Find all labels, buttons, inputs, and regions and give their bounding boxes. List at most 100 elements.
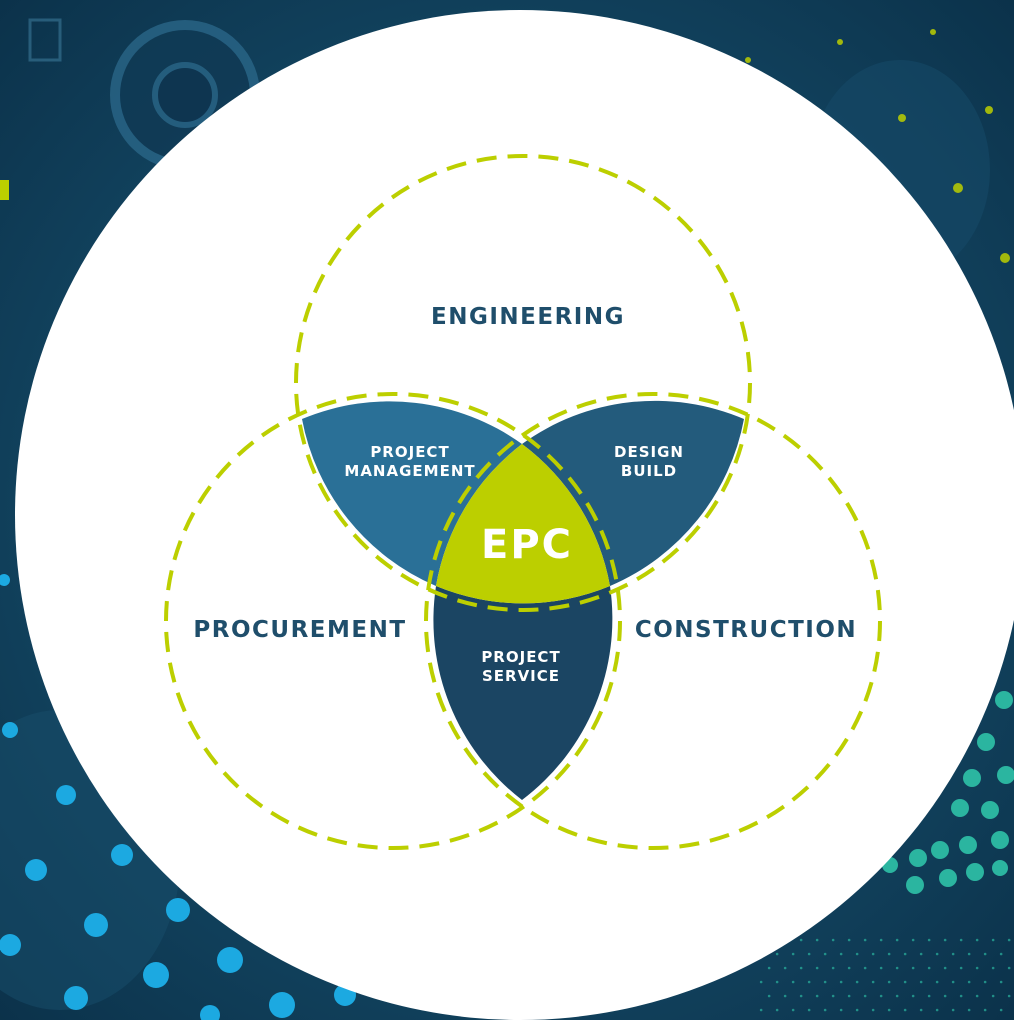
decor-dot	[895, 938, 899, 942]
label-project-management-line2: MANAGEMENT	[344, 462, 475, 480]
decor-dot	[903, 1008, 907, 1012]
decor-dot	[943, 938, 947, 942]
decor-dot	[927, 994, 931, 998]
decor-dot	[895, 994, 899, 998]
label-design-build-line1: DESIGN	[614, 443, 684, 461]
decor-dot	[927, 966, 931, 970]
decor-dot	[953, 183, 963, 193]
decorative-dots	[0, 29, 1014, 1020]
decor-dot	[975, 966, 979, 970]
decor-dot	[995, 691, 1013, 709]
region-design-build	[522, 400, 744, 586]
decor-dot	[269, 992, 295, 1018]
accent-mark	[0, 180, 9, 200]
decor-dot	[911, 994, 915, 998]
decor-dot	[967, 980, 971, 984]
decor-dot	[799, 966, 803, 970]
decor-dot	[967, 952, 971, 956]
decor-dot	[783, 994, 787, 998]
decor-dot	[1007, 938, 1011, 942]
decor-dot	[767, 994, 771, 998]
label-construction: CONSTRUCTION	[635, 617, 857, 643]
decor-dot	[847, 938, 851, 942]
decor-dot	[903, 980, 907, 984]
label-engineering: ENGINEERING	[431, 304, 625, 330]
decor-dot	[217, 947, 243, 973]
decor-dot	[927, 938, 931, 942]
decor-dot	[855, 980, 859, 984]
decor-dot	[911, 938, 915, 942]
decor-dot	[200, 1005, 220, 1020]
decor-dot	[839, 1008, 843, 1012]
decor-dot	[967, 1008, 971, 1012]
decor-dot	[931, 841, 949, 859]
decor-dot	[837, 39, 843, 45]
decor-dot	[959, 994, 963, 998]
decor-dot	[759, 980, 763, 984]
decor-dot	[831, 966, 835, 970]
decor-dot	[871, 952, 875, 956]
decor-dot	[84, 913, 108, 937]
decor-dot	[799, 938, 803, 942]
decor-dot	[1000, 253, 1010, 263]
decor-dot	[951, 952, 955, 956]
decor-dot	[863, 966, 867, 970]
decor-dot	[997, 766, 1014, 784]
decor-dot	[855, 1008, 859, 1012]
decor-dot	[959, 836, 977, 854]
decor-dot	[977, 733, 995, 751]
decor-dot	[871, 980, 875, 984]
decor-dot	[935, 1008, 939, 1012]
decor-dot	[919, 952, 923, 956]
decor-dot	[823, 980, 827, 984]
decor-dot	[966, 863, 984, 881]
decor-dot	[1007, 994, 1011, 998]
decor-dot	[975, 994, 979, 998]
region-epc-center	[436, 444, 610, 604]
decor-dot	[943, 994, 947, 998]
decor-dot	[807, 1008, 811, 1012]
decor-dot	[879, 966, 883, 970]
decor-dot	[991, 831, 1009, 849]
decor-dot	[959, 966, 963, 970]
decor-dot	[991, 966, 995, 970]
decor-dot	[887, 1008, 891, 1012]
decor-dot	[0, 574, 10, 586]
decor-dot	[975, 938, 979, 942]
decor-dot	[959, 938, 963, 942]
decor-dot	[999, 980, 1003, 984]
decor-dot	[111, 844, 133, 866]
decor-dot	[943, 966, 947, 970]
decor-dot	[143, 962, 169, 988]
circle-procurement	[164, 392, 622, 850]
decor-dot	[807, 980, 811, 984]
decor-dot	[906, 876, 924, 894]
decor-dot	[871, 1008, 875, 1012]
decor-dot	[791, 1008, 795, 1012]
decor-dot	[839, 980, 843, 984]
decor-dot	[895, 966, 899, 970]
decor-dot	[992, 860, 1008, 876]
decor-dot	[863, 938, 867, 942]
decor-dot	[823, 952, 827, 956]
decor-dot	[930, 29, 936, 35]
decor-dot	[898, 114, 906, 122]
decor-dot	[767, 966, 771, 970]
decor-dot	[64, 986, 88, 1010]
decor-dot	[935, 952, 939, 956]
decor-dot	[983, 1008, 987, 1012]
decor-dot	[981, 801, 999, 819]
decor-dot	[775, 980, 779, 984]
decor-dot	[951, 799, 969, 817]
decor-dot	[831, 994, 835, 998]
decor-dot	[939, 869, 957, 887]
decor-dot	[991, 994, 995, 998]
decor-dot	[839, 952, 843, 956]
decor-dot	[791, 952, 795, 956]
label-project-service-line2: SERVICE	[482, 667, 560, 685]
decor-dot	[799, 994, 803, 998]
label-epc: EPC	[481, 522, 573, 568]
decor-dot	[25, 859, 47, 881]
decor-dot	[775, 952, 779, 956]
